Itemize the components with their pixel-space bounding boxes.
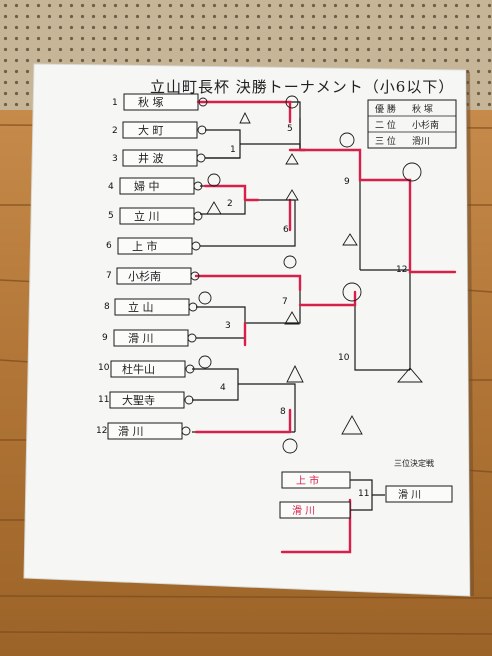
score-circle bbox=[185, 364, 195, 374]
seed-number: 5 bbox=[108, 211, 114, 221]
seed-number: 6 bbox=[106, 241, 112, 251]
team-boxes bbox=[107, 93, 199, 440]
match-numbers: 1 2 3 4 5 6 7 8 9 10 11 12 bbox=[220, 124, 407, 499]
seed-number: 11 bbox=[98, 395, 109, 405]
match-number: 1 bbox=[230, 145, 236, 155]
team-name: 上 市 bbox=[132, 239, 158, 253]
third-place-winner-box bbox=[385, 485, 453, 503]
team-name: 立 川 bbox=[134, 209, 160, 223]
results-team-3: 滑川 bbox=[412, 136, 430, 147]
score-circle bbox=[188, 302, 198, 312]
score-circle bbox=[197, 125, 207, 135]
score-circle bbox=[193, 181, 203, 191]
seed-number: 10 bbox=[98, 363, 110, 373]
results-team-2: 小杉南 bbox=[412, 119, 439, 131]
team-name: 滑 川 bbox=[128, 332, 154, 345]
score-circle bbox=[191, 241, 201, 251]
team-box bbox=[110, 360, 186, 378]
team-name: 杜牛山 bbox=[122, 362, 155, 376]
score-marks bbox=[181, 95, 423, 454]
score-circle bbox=[402, 162, 422, 182]
score-circle bbox=[190, 271, 200, 281]
team-names: 秋 塚 大 町 井 波 婦 中 立 川 上 市 小杉南 立 山 滑 川 杜牛山 … bbox=[118, 95, 164, 438]
score-circle bbox=[198, 355, 212, 369]
score-triangle bbox=[286, 364, 304, 383]
team-name: 婦 中 bbox=[134, 179, 160, 193]
match-number: 4 bbox=[220, 383, 226, 393]
score-circle bbox=[198, 291, 212, 305]
third-place-winner: 滑 川 bbox=[398, 489, 421, 501]
match-number: 3 bbox=[225, 321, 231, 331]
score-circle bbox=[184, 395, 194, 405]
score-circle bbox=[196, 153, 206, 163]
paper-shadow bbox=[466, 70, 474, 596]
team-box bbox=[109, 391, 185, 409]
team-box bbox=[122, 121, 198, 139]
results-rank-1: 優 勝 bbox=[375, 103, 396, 115]
team-name: 大 町 bbox=[138, 123, 164, 137]
score-circle bbox=[187, 333, 197, 343]
score-circle bbox=[181, 426, 191, 436]
seed-number: 4 bbox=[108, 182, 114, 192]
seed-number: 7 bbox=[106, 271, 112, 281]
match-number: 6 bbox=[283, 225, 289, 235]
seed-number: 1 bbox=[112, 98, 118, 108]
match-number: 9 bbox=[344, 177, 350, 187]
team-name: 秋 塚 bbox=[138, 95, 164, 109]
match-number: 10 bbox=[338, 353, 350, 363]
third-place-label: 三位決定戦 bbox=[394, 458, 434, 468]
match-number: 8 bbox=[280, 407, 286, 417]
match-number: 5 bbox=[287, 124, 293, 134]
results-rank-2: 二 位 bbox=[375, 119, 396, 131]
seed-number: 9 bbox=[102, 333, 108, 343]
seed-number: 12 bbox=[96, 426, 107, 436]
tournament-title: 立山町長杯 決勝トーナメント（小6以下） bbox=[150, 78, 454, 96]
team-name: 小杉南 bbox=[128, 269, 161, 283]
score-circle bbox=[193, 211, 203, 221]
score-circle bbox=[342, 282, 362, 302]
match-number: 12 bbox=[396, 265, 407, 275]
score-triangle bbox=[341, 415, 363, 435]
score-circle bbox=[283, 255, 297, 269]
results-team-1: 秋 塚 bbox=[412, 103, 433, 115]
seed-number: 8 bbox=[104, 302, 110, 312]
score-triangle bbox=[206, 201, 222, 215]
score-triangle bbox=[285, 153, 299, 165]
score-circle bbox=[285, 95, 299, 109]
match-number: 11 bbox=[358, 489, 369, 499]
seed-numbers: 1 2 3 4 5 6 7 8 9 10 11 12 bbox=[96, 98, 118, 436]
third-place-team-top: 上 市 bbox=[296, 474, 319, 487]
score-circle bbox=[198, 97, 208, 107]
results-box: 優 勝 秋 塚 二 位 小杉南 三 位 滑川 bbox=[367, 99, 457, 149]
seed-number: 3 bbox=[112, 154, 118, 164]
match-number: 7 bbox=[282, 297, 288, 307]
score-triangle bbox=[284, 311, 300, 325]
results-rank-3: 三 位 bbox=[375, 135, 396, 147]
score-triangle bbox=[397, 367, 423, 383]
third-place-team-bottom: 滑 川 bbox=[292, 505, 315, 517]
seed-number: 2 bbox=[112, 126, 118, 136]
team-name: 井 波 bbox=[138, 151, 164, 165]
match-number: 2 bbox=[227, 199, 233, 209]
score-circle bbox=[207, 173, 221, 187]
score-triangle bbox=[239, 111, 251, 124]
score-triangle bbox=[285, 189, 299, 201]
score-circle bbox=[339, 132, 355, 148]
third-place-lines bbox=[350, 479, 385, 511]
score-circle bbox=[282, 438, 298, 454]
third-place-match: 三位決定戦 上 市 滑 川 滑 川 bbox=[279, 458, 453, 519]
team-name: 滑 川 bbox=[118, 425, 144, 438]
team-name: 大聖寺 bbox=[122, 393, 155, 407]
score-triangle bbox=[342, 233, 358, 246]
team-name: 立 山 bbox=[128, 300, 154, 314]
